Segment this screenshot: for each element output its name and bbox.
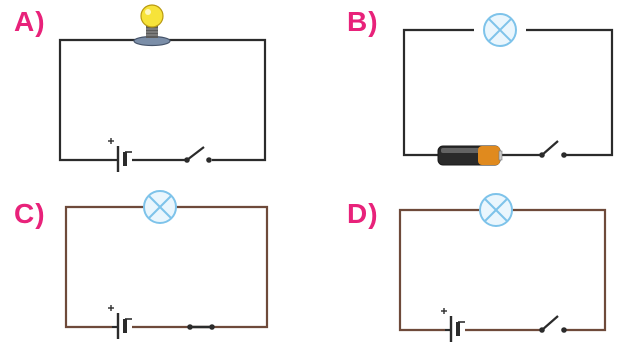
circuit-c xyxy=(64,190,269,339)
circuit-a xyxy=(58,4,267,172)
circuit-b-wire xyxy=(402,28,614,157)
open-switch-icon xyxy=(539,140,567,158)
circuit-b xyxy=(402,13,614,166)
circuit-d xyxy=(398,193,607,342)
battery-symbol-icon xyxy=(108,305,132,339)
closed-switch-icon xyxy=(187,324,215,330)
circuit-d-wire xyxy=(398,208,607,332)
lamp-symbol-icon xyxy=(143,190,177,224)
battery-symbol-icon xyxy=(441,308,465,342)
option-label-a: A) xyxy=(14,6,46,37)
lamp-symbol-icon xyxy=(479,193,513,227)
open-switch-icon xyxy=(539,315,567,333)
circuit-c-wire xyxy=(64,205,269,329)
option-label-b: B) xyxy=(347,6,379,37)
battery-symbol-icon xyxy=(108,138,132,172)
lamp-symbol-icon xyxy=(483,13,517,47)
option-label-c: C) xyxy=(14,198,46,229)
open-switch-icon xyxy=(184,146,212,163)
battery-cell-icon xyxy=(437,145,503,166)
option-label-d: D) xyxy=(347,198,379,229)
light-bulb-icon xyxy=(133,4,171,47)
circuit-a-wire xyxy=(58,38,267,162)
